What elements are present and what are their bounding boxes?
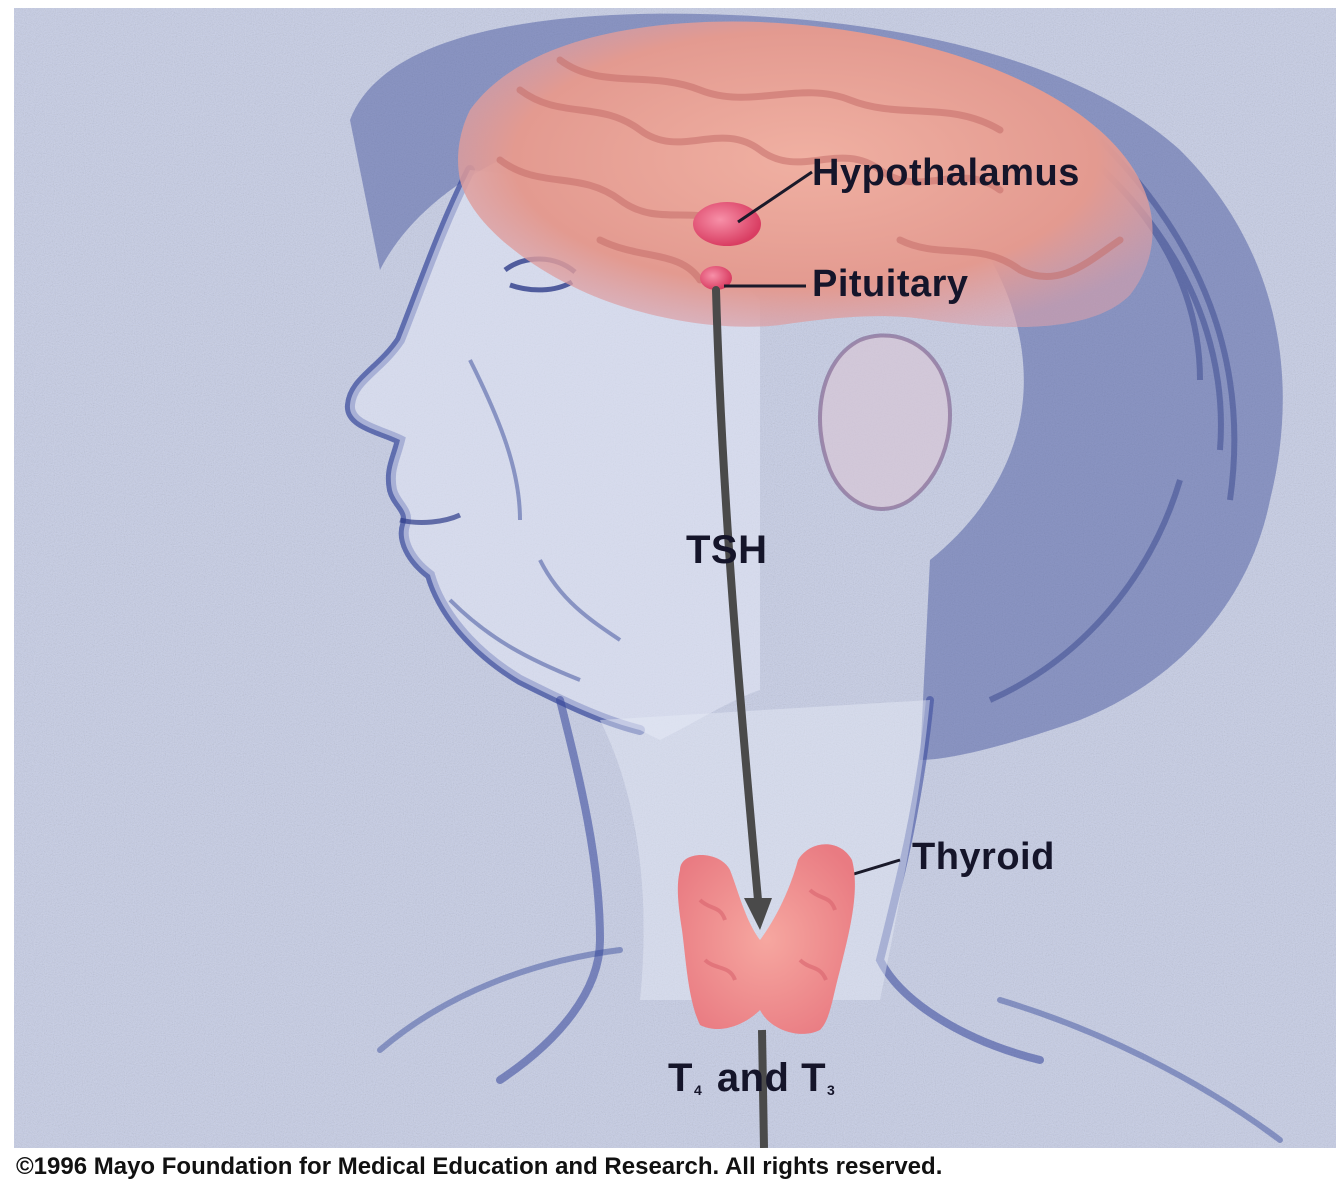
tsh-label: TSH — [686, 528, 768, 573]
hypothalamus-label: Hypothalamus — [812, 152, 1080, 195]
hypothalamus-gland — [693, 202, 761, 246]
and-t3-text: and T — [705, 1056, 826, 1100]
pituitary-label: Pituitary — [812, 263, 969, 306]
t3-subscript: 3 — [827, 1082, 835, 1098]
t4-subscript: 4 — [694, 1082, 702, 1098]
copyright-notice: ©1996 Mayo Foundation for Medical Educat… — [16, 1153, 942, 1181]
t4-letter: T — [668, 1056, 693, 1100]
thyroid-label: Thyroid — [912, 836, 1055, 879]
t4-and-t3-label: T4 and T3 — [668, 1056, 838, 1101]
